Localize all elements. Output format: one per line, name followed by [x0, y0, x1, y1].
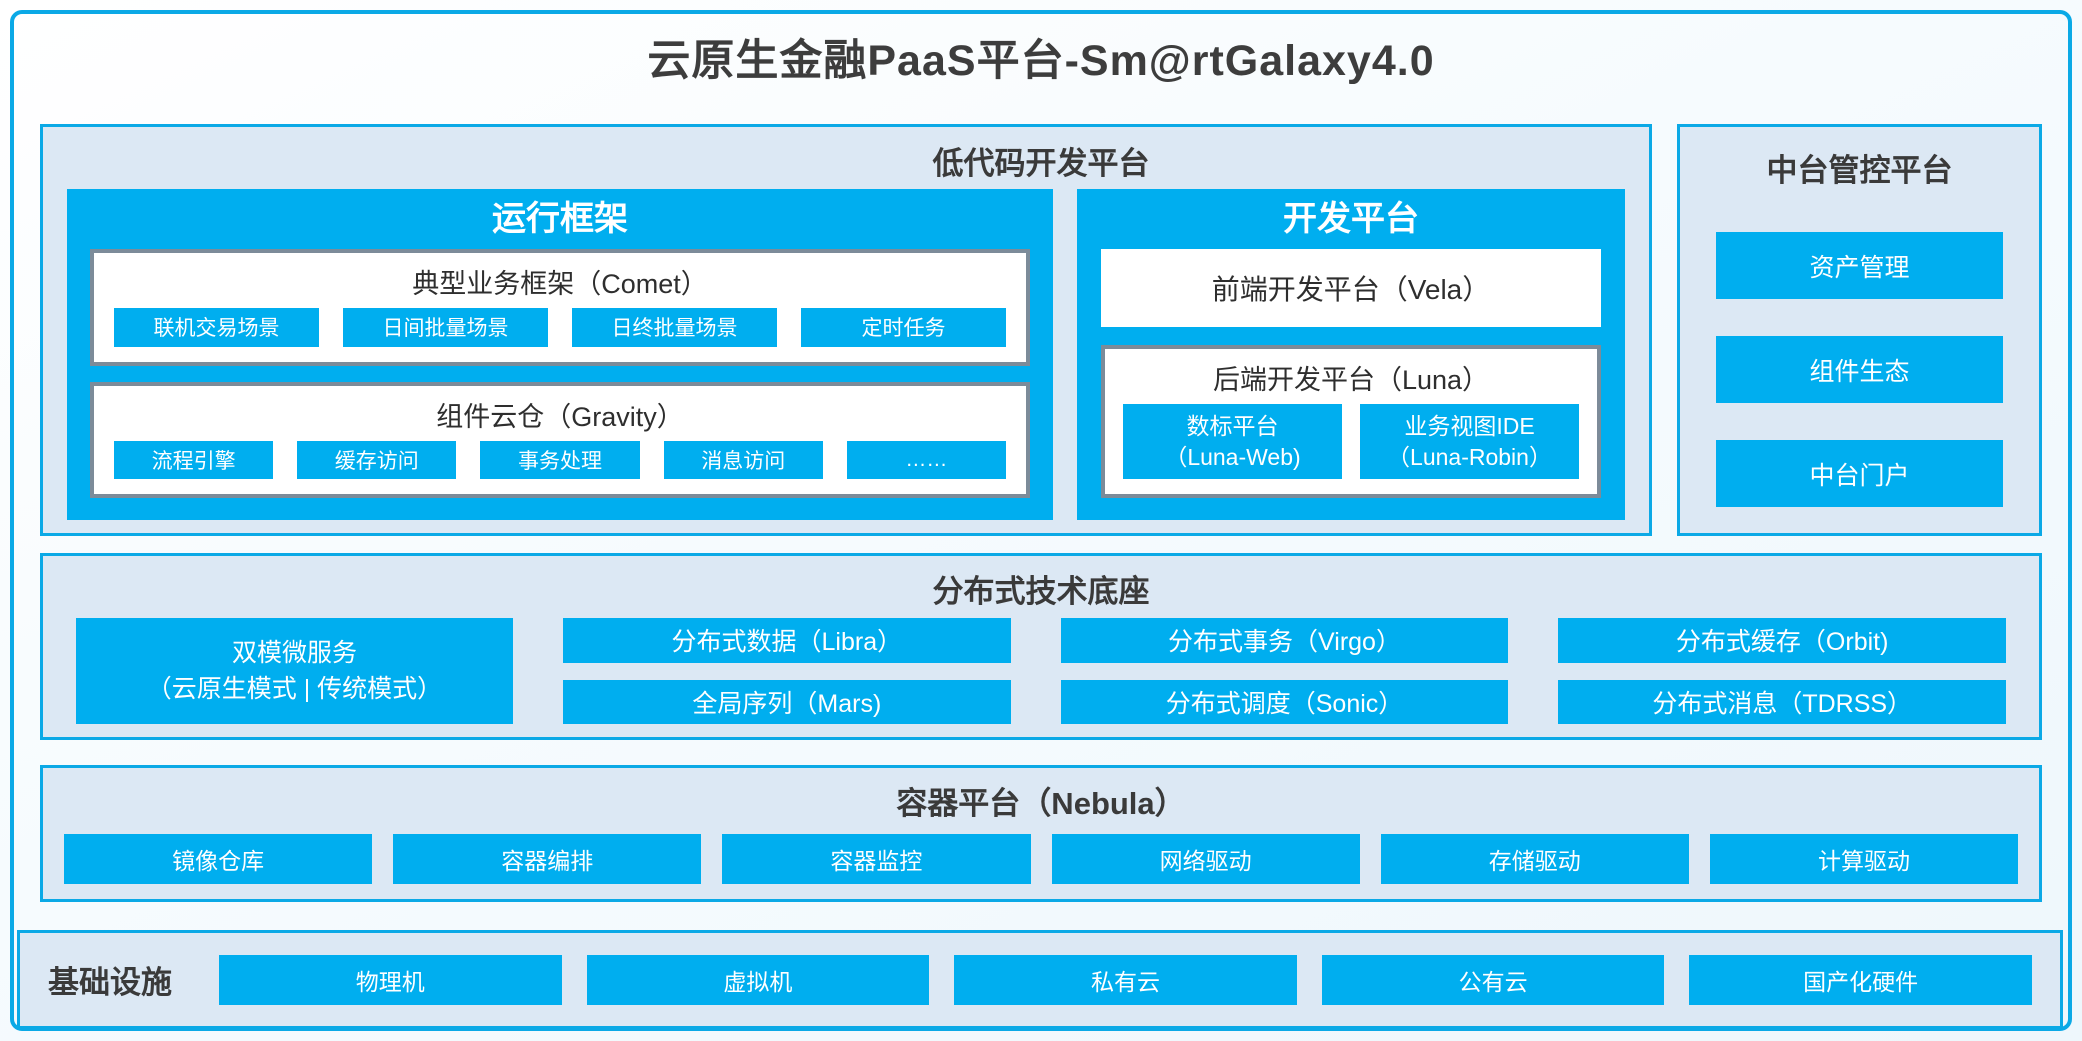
diagram-chip: 日间批量场景 — [343, 308, 548, 347]
luna-box: 后端开发平台（Luna） 数标平台 （Luna-Web) 业务视图IDE （Lu… — [1101, 345, 1601, 498]
dual-mode-microservice-chip: 双模微服务 （云原生模式 | 传统模式） — [76, 618, 513, 724]
diagram-chip: 私有云 — [954, 954, 1297, 1005]
distributed-base-panel: 分布式技术底座 双模微服务 （云原生模式 | 传统模式） 分布式数据（Libra… — [40, 553, 2042, 740]
diagram-chip: 国产化硬件 — [1689, 954, 2032, 1005]
diagram-chip: 物理机 — [219, 954, 562, 1005]
diagram-chip: 存储驱动 — [1380, 834, 1689, 884]
low-code-platform-label: 低代码开发平台 — [932, 146, 1150, 181]
diagram-chip: 分布式数据（Libra） — [563, 618, 1011, 663]
infrastructure-label: 基础设施 — [48, 965, 172, 1000]
gravity-chips: 流程引擎 缓存访问 事务处理 消息访问 …… — [94, 440, 1026, 495]
container-platform-label: 容器平台（Nebula） — [896, 786, 1186, 821]
diagram-chip: 组件生态 — [1716, 336, 2003, 403]
distributed-column: 分布式数据（Libra） 全局序列（Mars) — [563, 618, 1011, 724]
diagram-chip: 联机交易场景 — [114, 308, 319, 347]
dev-platform-block: 开发平台 前端开发平台（Vela） 后端开发平台（Luna） 数标平台 （Lun… — [1077, 189, 1625, 520]
page-title: 云原生金融PaaS平台-Sm@rtGalaxy4.0 — [647, 37, 1435, 85]
diagram-chip: 消息访问 — [663, 440, 823, 479]
luna-box-label: 后端开发平台（Luna） — [1212, 365, 1490, 395]
diagram-chip: 事务处理 — [480, 440, 640, 479]
vela-box: 前端开发平台（Vela） — [1101, 249, 1601, 327]
diagram-chip: 日终批量场景 — [572, 308, 777, 347]
mid-platform-panel: 中台管控平台 资产管理 组件生态 中台门户 — [1677, 124, 2042, 536]
chip-line1: 业务视图IDE — [1404, 413, 1535, 440]
diagram-chip: 容器监控 — [722, 834, 1031, 884]
top-row: 低代码开发平台 运行框架 典型业务框架（Comet） 联机交易场景 日间批量场景… — [40, 124, 2042, 536]
distributed-base-label: 分布式技术底座 — [932, 574, 1150, 609]
gravity-box: 组件云仓（Gravity） 流程引擎 缓存访问 事务处理 消息访问 …… — [90, 381, 1030, 498]
diagram-chip: 全局序列（Mars) — [563, 679, 1011, 724]
chip-line1: 双模微服务 — [231, 638, 357, 667]
diagram-chip: 公有云 — [1321, 954, 1665, 1005]
distributed-grid: 双模微服务 （云原生模式 | 传统模式） 分布式数据（Libra） 全局序列（M… — [76, 618, 2007, 724]
comet-box: 典型业务框架（Comet） 联机交易场景 日间批量场景 日终批量场景 定时任务 — [90, 249, 1030, 366]
diagram-chip: 定时任务 — [801, 308, 1006, 347]
diagram-chip: 流程引擎 — [114, 440, 274, 479]
chip-line2: （云原生模式 | 传统模式） — [146, 675, 443, 703]
infrastructure-panel: 基础设施 物理机 虚拟机 私有云 公有云 国产化硬件 — [17, 930, 2063, 1029]
low-code-platform-panel: 运行框架 典型业务框架（Comet） 联机交易场景 日间批量场景 日终批量场景 … — [40, 124, 1652, 536]
comet-box-label: 典型业务框架（Comet） — [412, 269, 708, 299]
container-platform-panel: 容器平台（Nebula） 镜像仓库 容器编排 容器监控 网络驱动 存储驱动 计算… — [40, 765, 2042, 902]
diagram-chip: 数标平台 （Luna-Web) — [1123, 404, 1342, 479]
diagram-chip: 缓存访问 — [297, 440, 457, 479]
mid-platform-chips: 资产管理 组件生态 中台门户 — [1680, 190, 2039, 507]
low-code-content: 运行框架 典型业务框架（Comet） 联机交易场景 日间批量场景 日终批量场景 … — [67, 189, 1625, 520]
container-platform-chips: 镜像仓库 容器编排 容器监控 网络驱动 存储驱动 计算驱动 — [64, 834, 2019, 884]
diagram-chip: 分布式事务（Virgo） — [1060, 618, 1509, 663]
diagram-chip: 网络驱动 — [1051, 834, 1360, 884]
diagram-chip: 分布式缓存（Orbit) — [1558, 618, 2007, 663]
diagram-chip: 业务视图IDE （Luna-Robin） — [1360, 404, 1579, 479]
runtime-framework-block: 运行框架 典型业务框架（Comet） 联机交易场景 日间批量场景 日终批量场景 … — [67, 189, 1053, 520]
gravity-box-label: 组件云仓（Gravity） — [436, 401, 684, 432]
chip-line2: （Luna-Web) — [1164, 443, 1301, 470]
dev-platform-label: 开发平台 — [1283, 200, 1419, 238]
chip-line2: （Luna-Robin） — [1387, 443, 1552, 470]
diagram-chip: 镜像仓库 — [64, 834, 373, 884]
comet-chips: 联机交易场景 日间批量场景 日终批量场景 定时任务 — [94, 308, 1026, 362]
luna-chips: 数标平台 （Luna-Web) 业务视图IDE （Luna-Robin） — [1105, 404, 1597, 494]
diagram-chip: 虚拟机 — [586, 954, 930, 1005]
diagram-chip: 容器编排 — [393, 834, 702, 884]
distributed-column: 分布式事务（Virgo） 分布式调度（Sonic） — [1060, 618, 1509, 724]
diagram-chip: 分布式消息（TDRSS） — [1558, 679, 2007, 724]
diagram-chip: 资产管理 — [1716, 232, 2003, 299]
diagram-chip: 中台门户 — [1716, 440, 2003, 507]
mid-platform-label: 中台管控平台 — [1766, 153, 1953, 188]
diagram-chip: 计算驱动 — [1709, 834, 2019, 884]
diagram-chip: 分布式调度（Sonic） — [1060, 679, 1509, 724]
distributed-column: 分布式缓存（Orbit) 分布式消息（TDRSS） — [1558, 618, 2007, 724]
runtime-framework-label: 运行框架 — [492, 200, 628, 238]
chip-line1: 数标平台 — [1186, 413, 1279, 440]
diagram-chip-ellipsis: …… — [846, 440, 1007, 479]
